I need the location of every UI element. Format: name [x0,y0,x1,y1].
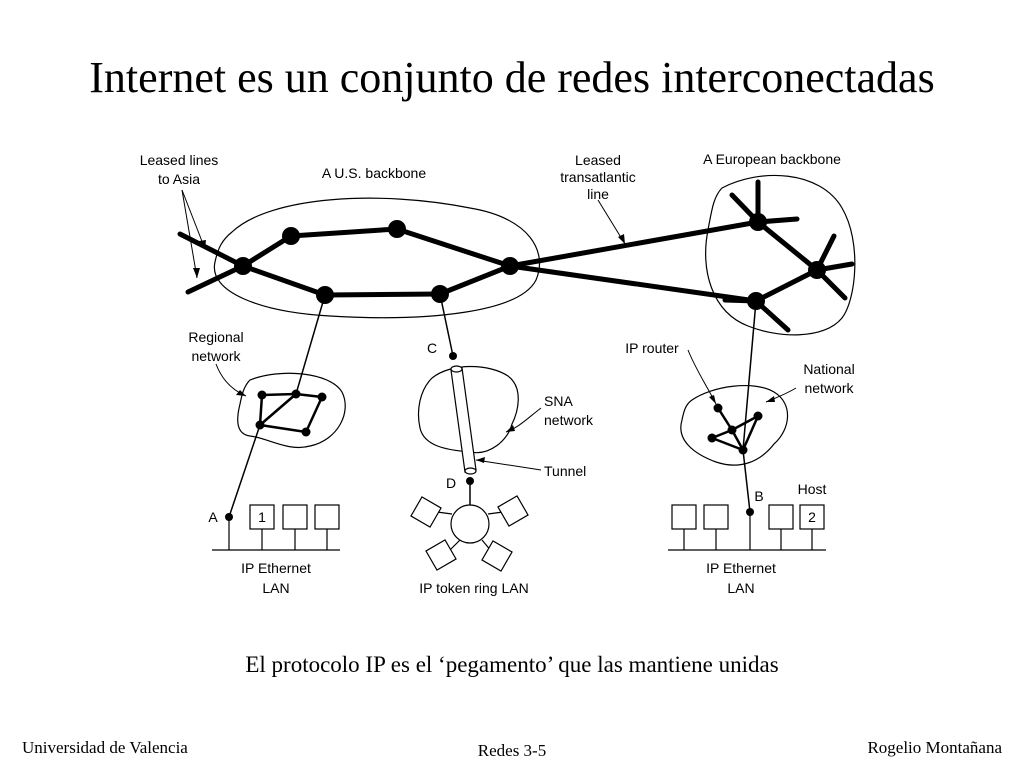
label-regional-network-1: Regional [188,329,243,345]
label-host-1: 1 [258,509,266,525]
footer-center: Redes 3-5 [477,741,547,760]
regional-routers [255,389,327,437]
endpoints [225,352,754,521]
label-a: A [208,509,218,525]
label-leased-asia-1: Leased lines [140,152,219,168]
label-tunnel: Tunnel [544,463,586,479]
label-leased-transatlantic-2: transatlantic [560,169,635,185]
footer-left: Universidad de Valencia [22,738,188,757]
ethernet-lan-right [668,504,826,551]
label-b: B [754,488,763,504]
footer-right: Rogelio Montañana [867,738,1002,757]
label-ethernet-right-2: LAN [727,580,754,596]
us-backbone-cloud [213,197,541,319]
token-ring-lan [410,495,529,572]
european-backbone-cloud [705,174,856,336]
label-ethernet-right-1: IP Ethernet [706,560,776,576]
label-ethernet-left-2: LAN [262,580,289,596]
label-d: D [446,475,456,491]
regional-network-cloud [237,372,346,448]
slide-caption: El protocolo IP es el ‘pegamento’ que la… [245,652,779,677]
arrowheads [193,234,775,463]
us-backbone-links [177,219,761,304]
backbone-routers [234,213,826,310]
label-leased-transatlantic-1: Leased [575,152,621,168]
label-token-ring: IP token ring LAN [419,580,528,596]
label-c: C [427,340,437,356]
sna-network-cloud [417,365,519,454]
national-network-cloud [680,385,789,466]
label-leased-asia-2: to Asia [158,171,200,187]
label-leased-transatlantic-3: line [587,186,609,202]
label-national-network-1: National [803,361,854,377]
label-sna-network-1: SNA [544,393,573,409]
label-host-2: 2 [808,509,816,525]
slide-title: Internet es un conjunto de redes interco… [89,53,935,102]
label-us-backbone: A U.S. backbone [322,165,427,181]
label-ip-router: IP router [625,340,679,356]
ethernet-lan-left [212,504,340,551]
label-sna-network-2: network [544,412,594,428]
tunnel [450,365,477,475]
label-regional-network-2: network [191,348,241,364]
regional-network-links [258,392,324,434]
label-european-backbone: A European backbone [703,151,841,167]
european-backbone-links [722,179,855,333]
label-national-network-2: network [804,380,854,396]
thin-links [228,293,757,518]
label-ethernet-left-1: IP Ethernet [241,560,311,576]
label-host: Host [798,481,827,497]
national-routers [707,403,763,455]
